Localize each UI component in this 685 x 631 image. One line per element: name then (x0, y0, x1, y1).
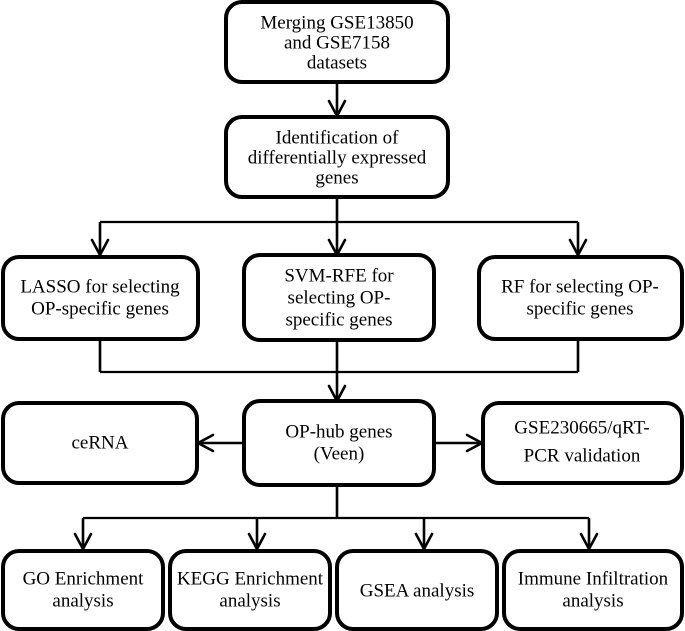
immune-infiltration-line-2: analysis (562, 590, 623, 611)
go-enrichment-line-2: analysis (52, 590, 113, 611)
rf-line-1: RF for selecting OP- (501, 276, 659, 297)
svm-rfe-selection-box[interactable]: SVM-RFE for selecting OP- specific genes (242, 253, 436, 342)
lasso-line-2: OP-specific genes (31, 298, 169, 319)
rf-line-2: specific genes (526, 298, 633, 319)
merging-datasets-line-3: datasets (307, 52, 367, 73)
rf-selection-box-shape[interactable] (477, 255, 684, 341)
immune-infiltration-box-shape[interactable] (502, 549, 684, 631)
gsea-analysis-box-shape[interactable] (335, 549, 499, 631)
cerna-label: ceRNA (72, 432, 129, 453)
merging-datasets-box-shape[interactable] (224, 0, 450, 84)
validation-box-shape[interactable] (481, 401, 684, 485)
svm-rfe-selection-box-shape[interactable] (242, 253, 436, 342)
deg-identification-box-shape[interactable] (224, 115, 450, 199)
validation-line-1: GSE230665/qRT- (514, 417, 649, 438)
cerna-box-shape[interactable] (1, 401, 199, 485)
kegg-enrichment-line-2: analysis (219, 590, 280, 611)
edge-row3-merge-bus (98, 339, 580, 404)
merging-datasets-box[interactable]: Merging GSE13850 and GSE7158 datasets (224, 0, 450, 84)
merging-datasets-line-2: and GSE7158 (284, 32, 390, 53)
immune-infiltration-line-1: Immune Infiltration (518, 568, 669, 589)
svm-rfe-line-2: selecting OP- (288, 287, 391, 308)
op-hub-line-2: (Veen) (314, 443, 365, 464)
edge-op-hub-to-validation (434, 433, 485, 453)
deg-identification-line-3: genes (315, 167, 358, 188)
op-hub-line-1: OP-hub genes (285, 421, 392, 442)
lasso-line-1: LASSO for selecting (20, 276, 180, 297)
kegg-enrichment-box-shape[interactable] (168, 549, 332, 631)
edge-merge-to-deg (327, 82, 347, 119)
gsea-analysis-box[interactable]: GSEA analysis (335, 549, 499, 631)
deg-identification-line-2: differentially expressed (248, 147, 427, 168)
lasso-selection-box[interactable]: LASSO for selecting OP-specific genes (1, 255, 200, 341)
deg-identification-line-1: Identification of (276, 127, 400, 148)
deg-identification-box[interactable]: Identification of differentially express… (224, 115, 450, 199)
immune-infiltration-box[interactable]: Immune Infiltration analysis (502, 549, 684, 631)
gsea-label: GSEA analysis (360, 580, 475, 601)
op-hub-genes-box-shape[interactable] (242, 399, 436, 487)
edge-op-hub-to-bottom-bus (73, 485, 599, 552)
cerna-box[interactable]: ceRNA (1, 401, 199, 485)
kegg-enrichment-line-1: KEGG Enrichment (177, 568, 324, 589)
kegg-enrichment-box[interactable]: KEGG Enrichment analysis (168, 549, 332, 631)
svm-rfe-line-1: SVM-RFE for (284, 265, 394, 286)
edge-op-hub-to-cerna (195, 433, 244, 453)
merging-datasets-line-1: Merging GSE13850 (260, 12, 413, 33)
lasso-selection-box-shape[interactable] (1, 255, 200, 341)
go-enrichment-box[interactable]: GO Enrichment analysis (1, 549, 165, 631)
rf-selection-box[interactable]: RF for selecting OP- specific genes (477, 255, 684, 341)
edge-deg-to-branch-bus (327, 197, 347, 258)
validation-line-2: PCR validation (524, 445, 641, 466)
svm-rfe-line-3: specific genes (285, 309, 392, 330)
op-hub-genes-box[interactable]: OP-hub genes (Veen) (242, 399, 436, 487)
validation-box[interactable]: GSE230665/qRT- PCR validation (481, 401, 684, 485)
go-enrichment-box-shape[interactable] (1, 549, 165, 631)
go-enrichment-line-1: GO Enrichment (23, 568, 145, 589)
